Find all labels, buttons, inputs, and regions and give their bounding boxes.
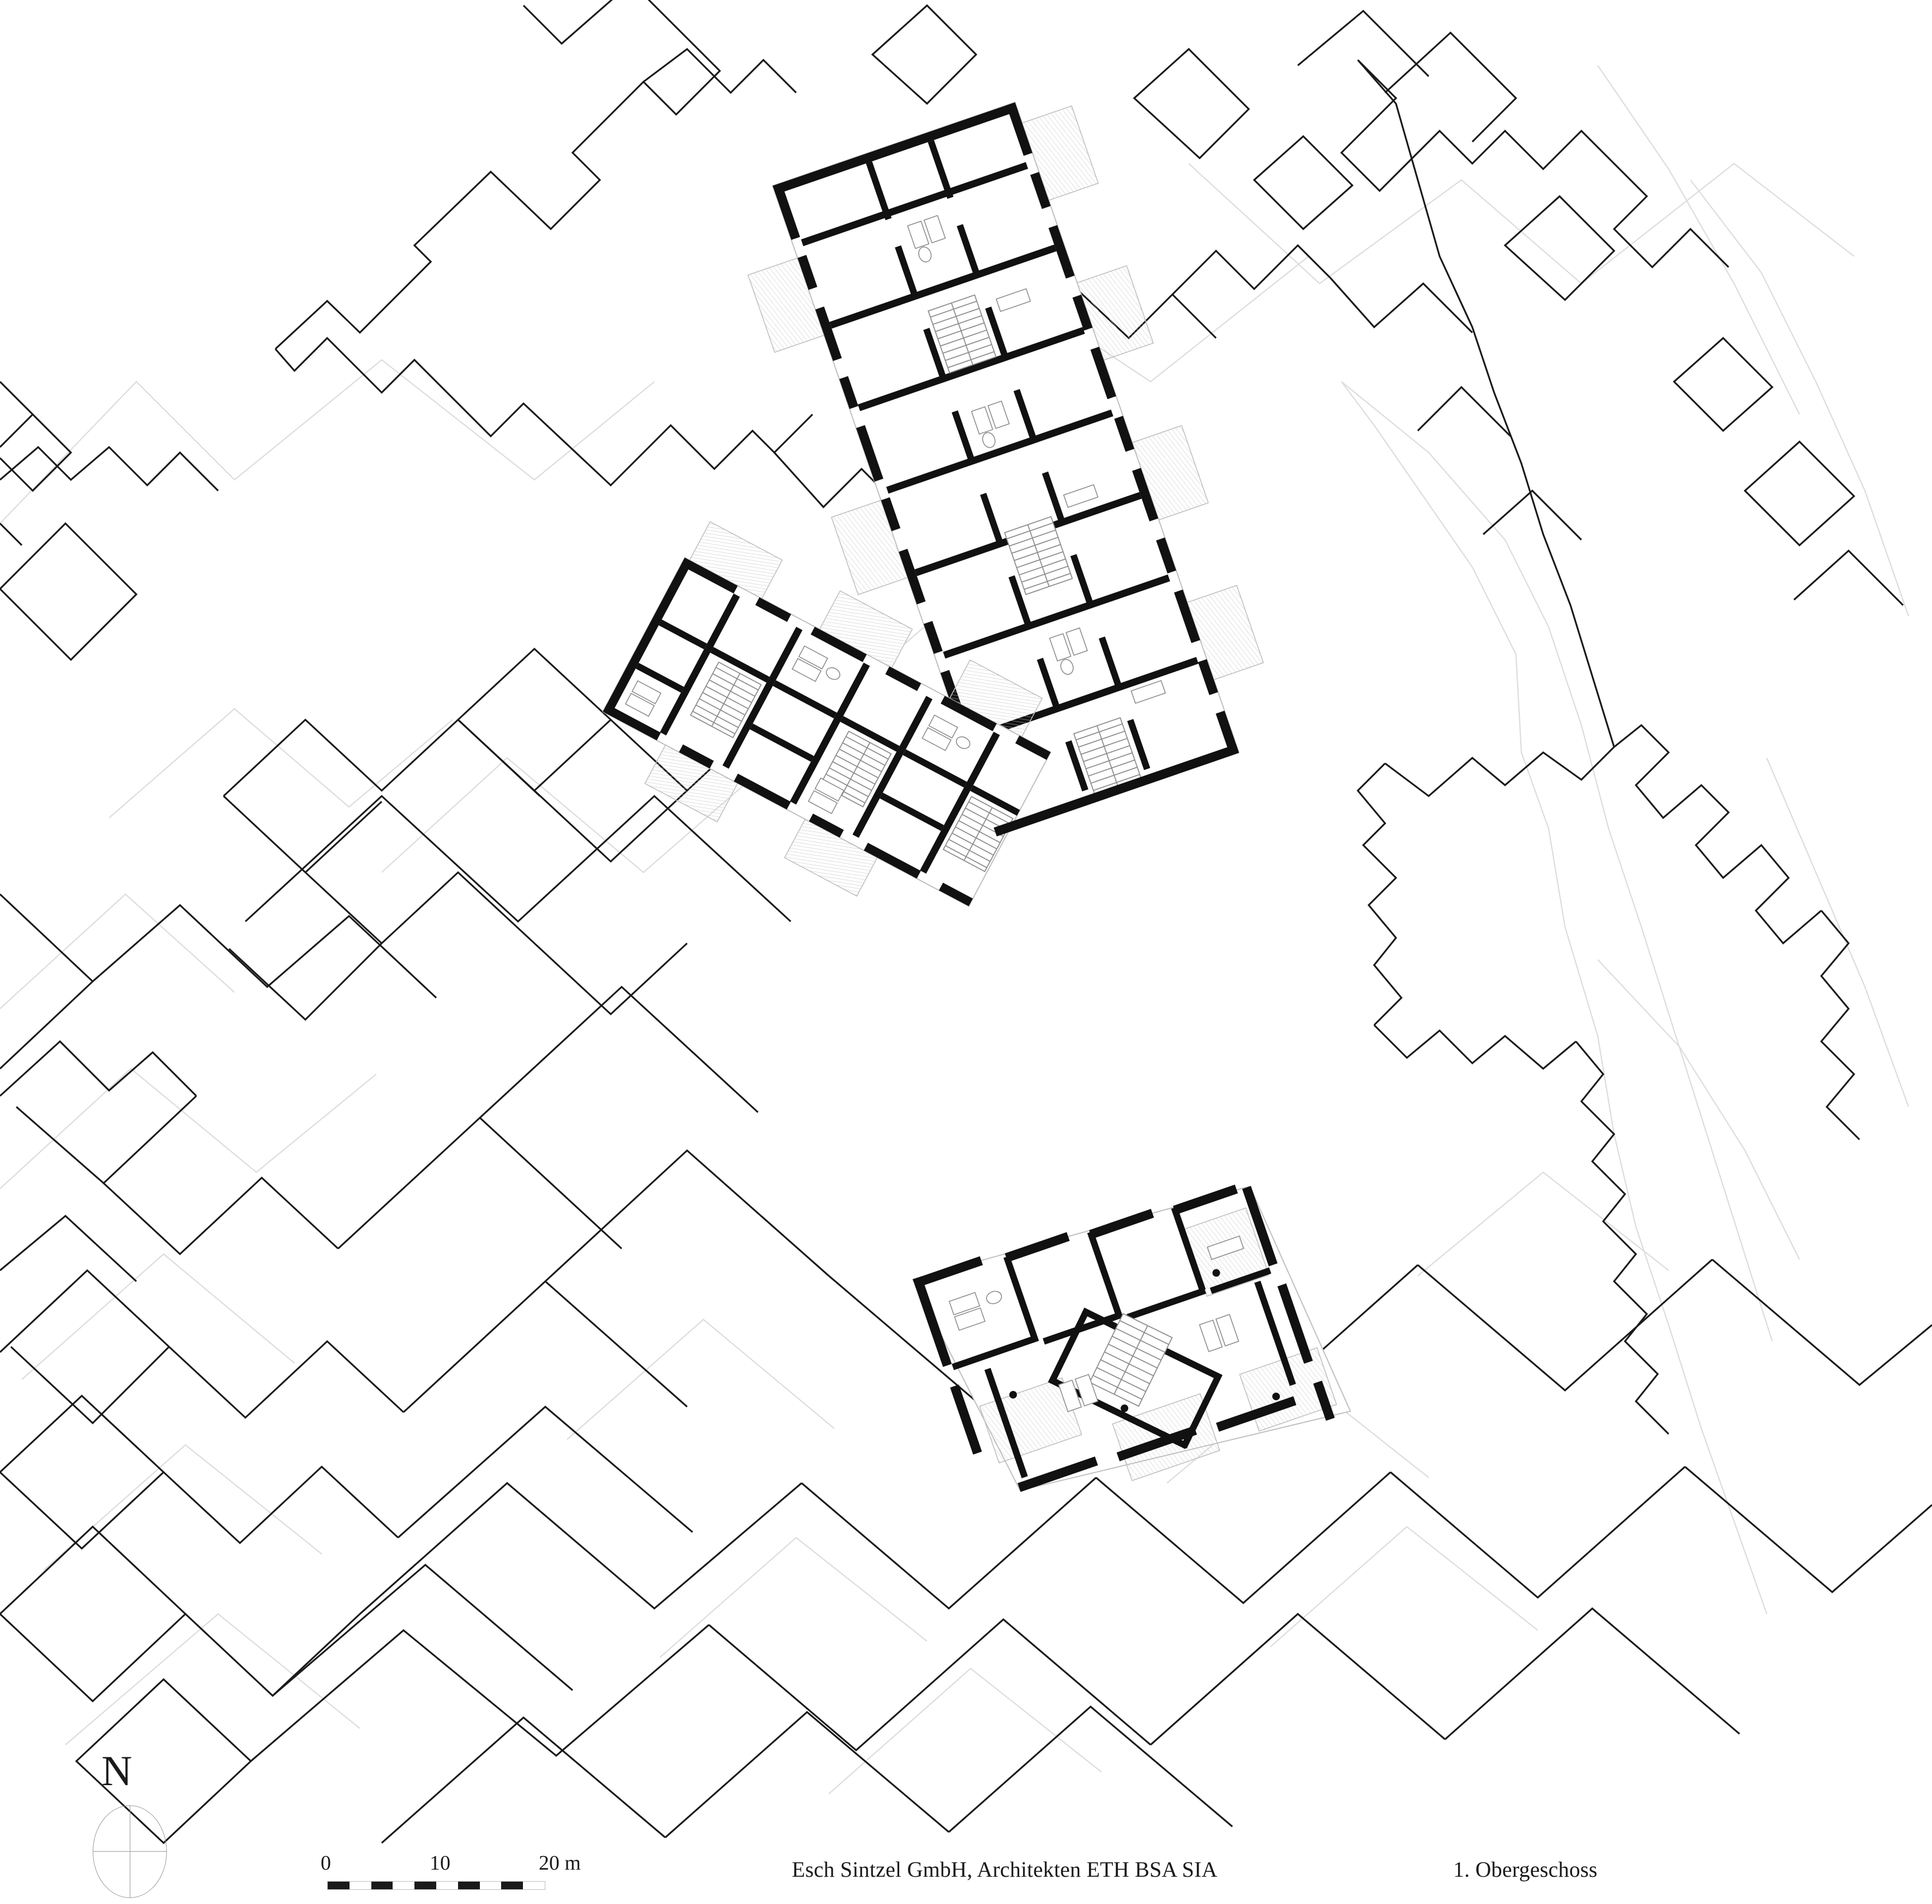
balconies-ne [747, 105, 1264, 680]
scale-segment [523, 1882, 545, 1889]
exterior-walls-ne [772, 102, 1239, 836]
exterior-walls-w [603, 557, 1051, 907]
scale-segment [328, 1882, 350, 1889]
internal-walls-ne [801, 140, 1199, 792]
columns-s [1009, 1269, 1280, 1412]
fixtures-s [948, 1236, 1244, 1412]
stair-core-s [1089, 1313, 1173, 1407]
west-wing [602, 521, 1052, 907]
scale-segment [414, 1882, 436, 1889]
scale-segment [501, 1882, 523, 1889]
north-arrow: N [82, 1747, 207, 1900]
fixtures-w [624, 645, 971, 815]
scale-tick-0: 0 [321, 1852, 331, 1875]
stair-cores-ne [928, 294, 1142, 797]
project-buildings [602, 101, 1351, 1492]
scale-bar-track [327, 1881, 545, 1890]
fixtures-ne [907, 215, 1166, 704]
scale-segment [393, 1882, 415, 1889]
compass-horizontal-axis-icon [93, 1851, 167, 1852]
scale-segment [349, 1882, 371, 1889]
architect-credit: Esch Sintzel GmbH, Architekten ETH BSA S… [792, 1857, 1218, 1882]
scale-segment [371, 1882, 393, 1889]
internal-walls-w [635, 593, 1020, 874]
wing-corner-junction [994, 744, 1239, 836]
floor-plan-label: 1. Obergeschoss [1453, 1857, 1598, 1882]
scale-segment [479, 1882, 502, 1889]
balconies-w [644, 521, 1043, 897]
scale-segment [458, 1882, 480, 1889]
exterior-walls-s [912, 1184, 1335, 1492]
south-block [912, 1184, 1351, 1492]
north-east-wing [747, 101, 1264, 836]
scale-bar: 0 10 20 m [321, 1852, 583, 1896]
scale-segment [436, 1882, 458, 1889]
context-buildings [0, 0, 1932, 1845]
north-letter: N [101, 1747, 133, 1794]
scale-tick-20: 20 m [539, 1852, 581, 1875]
scale-tick-10: 10 [430, 1852, 450, 1875]
